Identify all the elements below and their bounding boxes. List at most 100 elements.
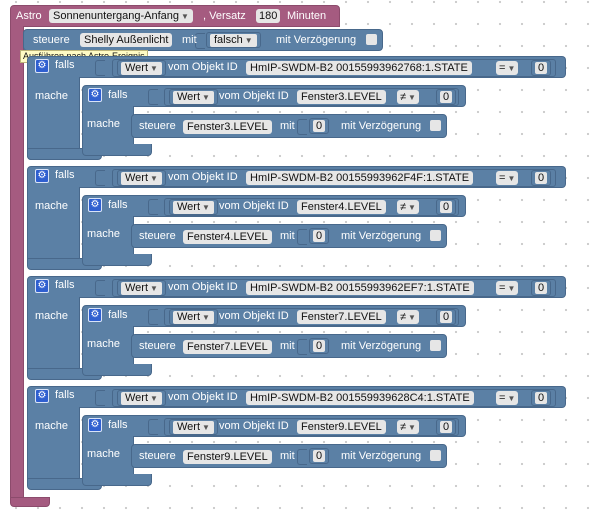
if-block[interactable] xyxy=(27,56,80,160)
chevron-down-icon: ▼ xyxy=(507,174,516,183)
set-value-block[interactable]: 0 xyxy=(309,448,329,464)
compare-value[interactable]: 0 xyxy=(440,201,452,213)
delay-label: mit Verzögerung xyxy=(276,34,357,46)
compare-value[interactable]: 0 xyxy=(535,282,547,294)
set-value-block[interactable]: 0 xyxy=(309,338,329,354)
wert-dropdown[interactable]: Wert▼ xyxy=(169,199,218,215)
set-value[interactable]: 0 xyxy=(313,340,325,352)
chevron-down-icon: ▼ xyxy=(202,423,210,432)
compare-value-block[interactable]: 0 xyxy=(436,199,456,215)
compare-value-block[interactable]: 0 xyxy=(531,280,551,296)
object-id-field[interactable]: HmIP-SWDM-B2 00155993962F4F:1.STATE xyxy=(246,171,474,185)
delay-checkbox[interactable] xyxy=(366,34,377,45)
operator-dropdown[interactable]: =▼ xyxy=(496,281,519,295)
steuere-target-field[interactable]: Fenster9.LEVEL xyxy=(183,450,272,464)
steuere-target-field[interactable]: Fenster3.LEVEL xyxy=(183,120,272,134)
steuere-target-field[interactable]: Fenster4.LEVEL xyxy=(183,230,272,244)
wert-dropdown[interactable]: Wert▼ xyxy=(117,280,166,296)
mache-label: mache xyxy=(35,310,69,322)
compare-value-block[interactable]: 0 xyxy=(436,89,456,105)
steuere-label: steuere xyxy=(139,450,176,462)
gear-icon[interactable]: ⚙ xyxy=(35,169,49,183)
chevron-down-icon: ▼ xyxy=(408,313,416,322)
mache-label: mache xyxy=(87,228,121,240)
gear-icon[interactable]: ⚙ xyxy=(35,279,49,293)
wert-text: Wert xyxy=(177,91,201,103)
object-id-field[interactable]: Fenster9.LEVEL xyxy=(297,420,386,434)
mit-label: mit xyxy=(280,340,295,352)
compare-value-block[interactable]: 0 xyxy=(531,390,551,406)
compare-value-block[interactable]: 0 xyxy=(531,60,551,76)
compare-value[interactable]: 0 xyxy=(440,91,452,103)
operator-dropdown[interactable]: ≠▼ xyxy=(397,200,419,214)
falls-label: falls xyxy=(55,59,75,71)
steuere-block[interactable] xyxy=(131,114,447,138)
set-value[interactable]: 0 xyxy=(313,230,325,242)
compare-value-block[interactable]: 0 xyxy=(436,419,456,435)
value-dropdown-block[interactable]: falsch▼ xyxy=(206,32,261,48)
object-id-field[interactable]: Fenster4.LEVEL xyxy=(297,200,386,214)
gear-icon[interactable]: ⚙ xyxy=(35,389,49,403)
gear-icon[interactable]: ⚙ xyxy=(88,88,102,102)
operator-dropdown[interactable]: =▼ xyxy=(496,391,519,405)
gear-icon[interactable]: ⚙ xyxy=(88,308,102,322)
object-id-field[interactable]: HmIP-SWDM-B2 00155993962EF7:1.STATE xyxy=(246,281,474,295)
vom-objekt-label: vom Objekt ID xyxy=(219,90,289,102)
operator-dropdown[interactable]: ≠▼ xyxy=(397,90,419,104)
delay-checkbox[interactable] xyxy=(430,340,441,351)
wert-dropdown[interactable]: Wert▼ xyxy=(117,390,166,406)
steuere-target-field[interactable]: Shelly Außenlicht xyxy=(80,33,173,47)
set-value-block[interactable]: 0 xyxy=(309,118,329,134)
steuere-label: steuere xyxy=(33,34,70,46)
gear-icon[interactable]: ⚙ xyxy=(88,198,102,212)
mit-label: mit xyxy=(280,450,295,462)
operator-dropdown[interactable]: ≠▼ xyxy=(397,310,419,324)
gear-icon[interactable]: ⚙ xyxy=(35,59,49,73)
chevron-down-icon: ▼ xyxy=(408,423,416,432)
compare-value[interactable]: 0 xyxy=(535,62,547,74)
wert-text: Wert xyxy=(125,392,149,404)
wert-text: Wert xyxy=(125,172,149,184)
mache-label: mache xyxy=(87,118,121,130)
mache-label: mache xyxy=(35,420,69,432)
operator-dropdown[interactable]: =▼ xyxy=(496,61,519,75)
wert-dropdown[interactable]: Wert▼ xyxy=(169,309,218,325)
operator-dropdown[interactable]: ≠▼ xyxy=(397,420,419,434)
operator-text: = xyxy=(499,282,506,294)
delay-checkbox[interactable] xyxy=(430,230,441,241)
astro-offset-input[interactable]: 180 xyxy=(256,9,281,23)
steuere-label: steuere xyxy=(139,120,176,132)
gear-icon[interactable]: ⚙ xyxy=(88,418,102,432)
delay-checkbox[interactable] xyxy=(430,450,441,461)
chevron-down-icon: ▼ xyxy=(507,284,516,293)
operator-dropdown[interactable]: =▼ xyxy=(496,171,519,185)
set-value[interactable]: 0 xyxy=(313,450,325,462)
object-id-field[interactable]: Fenster3.LEVEL xyxy=(297,90,386,104)
wert-dropdown[interactable]: Wert▼ xyxy=(169,419,218,435)
condition-socket xyxy=(95,390,105,406)
compare-value-block[interactable]: 0 xyxy=(436,309,456,325)
operator-text: = xyxy=(499,392,506,404)
delay-label: mit Verzögerung xyxy=(341,340,422,352)
wert-dropdown[interactable]: Wert▼ xyxy=(169,89,218,105)
steuere-target-field[interactable]: Fenster7.LEVEL xyxy=(183,340,272,354)
delay-checkbox[interactable] xyxy=(430,120,441,131)
set-value-block[interactable]: 0 xyxy=(309,228,329,244)
object-id-field[interactable]: HmIP-SWDM-B2 001559939628C4:1.STATE xyxy=(246,391,474,405)
compare-value[interactable]: 0 xyxy=(535,172,547,184)
mit-label: mit xyxy=(280,120,295,132)
object-id-field[interactable]: HmIP-SWDM-B2 00155993962768:1.STATE xyxy=(246,61,472,75)
falls-label: falls xyxy=(108,199,128,211)
compare-value[interactable]: 0 xyxy=(440,421,452,433)
compare-value[interactable]: 0 xyxy=(535,392,547,404)
wert-dropdown[interactable]: Wert▼ xyxy=(117,60,166,76)
object-id-field[interactable]: Fenster7.LEVEL xyxy=(297,310,386,324)
wert-dropdown[interactable]: Wert▼ xyxy=(117,170,166,186)
set-value[interactable]: 0 xyxy=(313,120,325,132)
astro-trigger-spine xyxy=(10,26,24,502)
inner-if-footer xyxy=(82,364,152,376)
compare-value[interactable]: 0 xyxy=(440,311,452,323)
vom-objekt-label: vom Objekt ID xyxy=(219,310,289,322)
astro-event-dropdown[interactable]: Sonnenuntergang-Anfang▼ xyxy=(49,9,193,23)
compare-value-block[interactable]: 0 xyxy=(531,170,551,186)
